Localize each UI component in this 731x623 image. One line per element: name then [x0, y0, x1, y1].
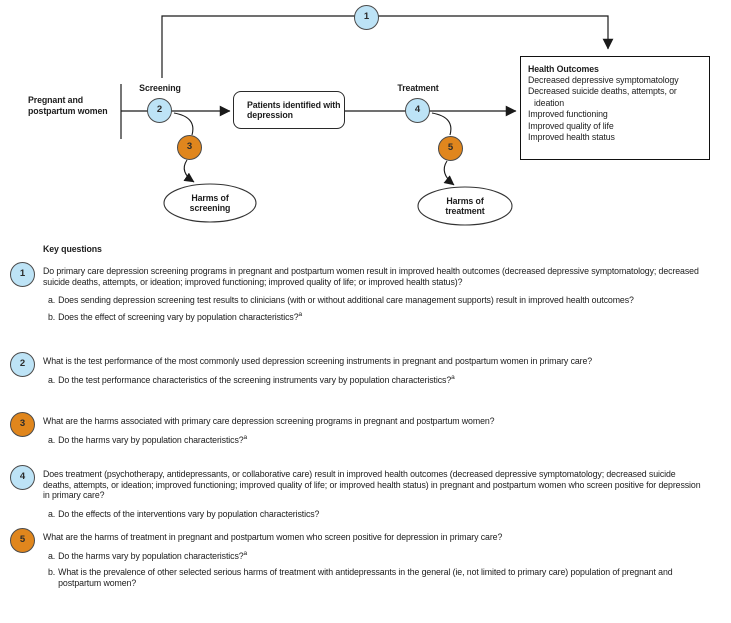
kq5-sub-b-label: b.	[48, 567, 56, 577]
kq4-text: Does treatment (psychotherapy, antidepre…	[43, 469, 701, 500]
kq2-sub-a-text: Do the test performance characteristics …	[58, 373, 702, 386]
kq1-marker-circle: 1	[354, 5, 379, 30]
kq1-sub-b-footnote: a	[298, 310, 303, 318]
harms-of-treatment-ellipse	[417, 186, 513, 226]
kq4-badge: 4	[10, 465, 35, 490]
treatment-label: Treatment	[397, 83, 439, 93]
health-outcome-item: Improved quality of life	[528, 120, 614, 131]
key-question-3: 3 What are the harms associated with pri…	[10, 412, 702, 451]
health-outcome-item: Improved health status	[528, 132, 615, 143]
kq2-badge: 2	[10, 352, 35, 377]
patients-identified-box: Patients identified with depression	[233, 91, 345, 129]
health-outcomes-title: Health Outcomes	[528, 64, 599, 74]
health-outcomes-box: Health Outcomes Decreased depressive sym…	[520, 56, 710, 160]
kq1-sub-b-label: b.	[48, 311, 56, 322]
screening-harms-curve-arrow	[183, 159, 195, 183]
kq4-sub-a: a. Do the effects of the interventions v…	[48, 509, 702, 520]
kq4-sub-a-label: a.	[48, 508, 56, 519]
kq5-sub-a-text: Do the harms vary by population characte…	[58, 549, 702, 562]
population-label: Pregnant and postpartum women	[28, 95, 108, 116]
health-outcome-item: Decreased depressive symptomatology	[528, 75, 679, 85]
health-outcome-item: Decreased suicide deaths, attempts, or i…	[528, 86, 677, 108]
treatment-harms-curve-arrow	[443, 160, 455, 186]
kq1-text: Do primary care depression screening pro…	[43, 266, 699, 287]
kq2-sub-a-footnote: a	[451, 373, 455, 381]
treatment-harms-curve-upper	[431, 112, 452, 136]
kq5-badge: 5	[10, 528, 35, 553]
kq1-sub-b-text: Does the effect of screening vary by pop…	[58, 310, 702, 323]
kq2-sub-a-label: a.	[48, 374, 56, 385]
key-question-4: 4 Does treatment (psychotherapy, antidep…	[10, 465, 702, 525]
kq1-sub-b-body: Does the effect of screening vary by pop…	[58, 311, 299, 322]
kq1-badge: 1	[10, 262, 35, 287]
health-outcome-item: Improved functioning	[528, 109, 608, 120]
kq5-sub-b-text: What is the prevalence of other selected…	[58, 567, 702, 588]
kq1-sub-a-label: a.	[48, 295, 56, 305]
flowchart-lines	[120, 15, 614, 226]
kq3-sub-a: a. Do the harms vary by population chara…	[48, 433, 702, 446]
kq3-marker-circle: 3	[177, 135, 202, 160]
key-question-5: 5 What are the harms of treatment in pre…	[10, 528, 702, 594]
patients-identified-text: Patients identified with depression	[247, 99, 341, 121]
kq3-text: What are the harms associated with prima…	[43, 416, 495, 426]
kq5-sub-b: b. What is the prevalence of other selec…	[48, 567, 702, 588]
harms-of-screening-ellipse	[163, 183, 257, 223]
screening-label: Screening	[139, 83, 181, 93]
kq1-overarching-arrow	[161, 15, 614, 78]
kq2-text: What is the test performance of the most…	[43, 356, 593, 366]
kq1-sub-a-text: Does sending depression screening test r…	[58, 295, 702, 306]
kq5-sub-a-label: a.	[48, 550, 56, 561]
screening-harms-curve-upper	[173, 112, 194, 136]
key-question-2: 2 What is the test performance of the mo…	[10, 352, 702, 391]
kq2-sub-a-body: Do the test performance characteristics …	[58, 374, 452, 385]
kq2-sub-a: a. Do the test performance characteristi…	[48, 373, 702, 386]
kq5-sub-a: a. Do the harms vary by population chara…	[48, 549, 702, 562]
harms-of-treatment-label: Harms of treatment	[445, 196, 485, 216]
kq3-badge: 3	[10, 412, 35, 437]
kq2-marker-circle: 2	[147, 98, 172, 123]
kq3-sub-a-footnote: a	[243, 433, 248, 441]
kq4-marker-circle: 4	[405, 98, 430, 123]
kq5-text: What are the harms of treatment in pregn…	[43, 532, 503, 542]
kq5-sub-b-body: What is the prevalence of other selected…	[58, 567, 673, 588]
kq1-sub-a-body: Does sending depression screening test r…	[58, 295, 634, 305]
kq5-sub-a-footnote: a	[243, 549, 248, 557]
kq5-marker-circle: 5	[438, 136, 463, 161]
key-question-1: 1 Do primary care depression screening p…	[10, 262, 702, 328]
kq5-sub-a-body: Do the harms vary by population characte…	[58, 550, 244, 561]
kq3-sub-a-text: Do the harms vary by population characte…	[58, 433, 702, 446]
kq4-sub-a-text: Do the effects of the interventions vary…	[58, 509, 702, 520]
kq3-sub-a-body: Do the harms vary by population characte…	[58, 434, 244, 445]
key-questions-heading: Key questions	[43, 244, 102, 254]
kq1-sub-a: a. Does sending depression screening tes…	[48, 295, 702, 306]
harms-of-screening-label: Harms of screening	[189, 193, 231, 213]
kq4-sub-a-body: Do the effects of the interventions vary…	[58, 508, 320, 519]
kq3-sub-a-label: a.	[48, 434, 56, 445]
kq1-sub-b: b. Does the effect of screening vary by …	[48, 310, 702, 323]
